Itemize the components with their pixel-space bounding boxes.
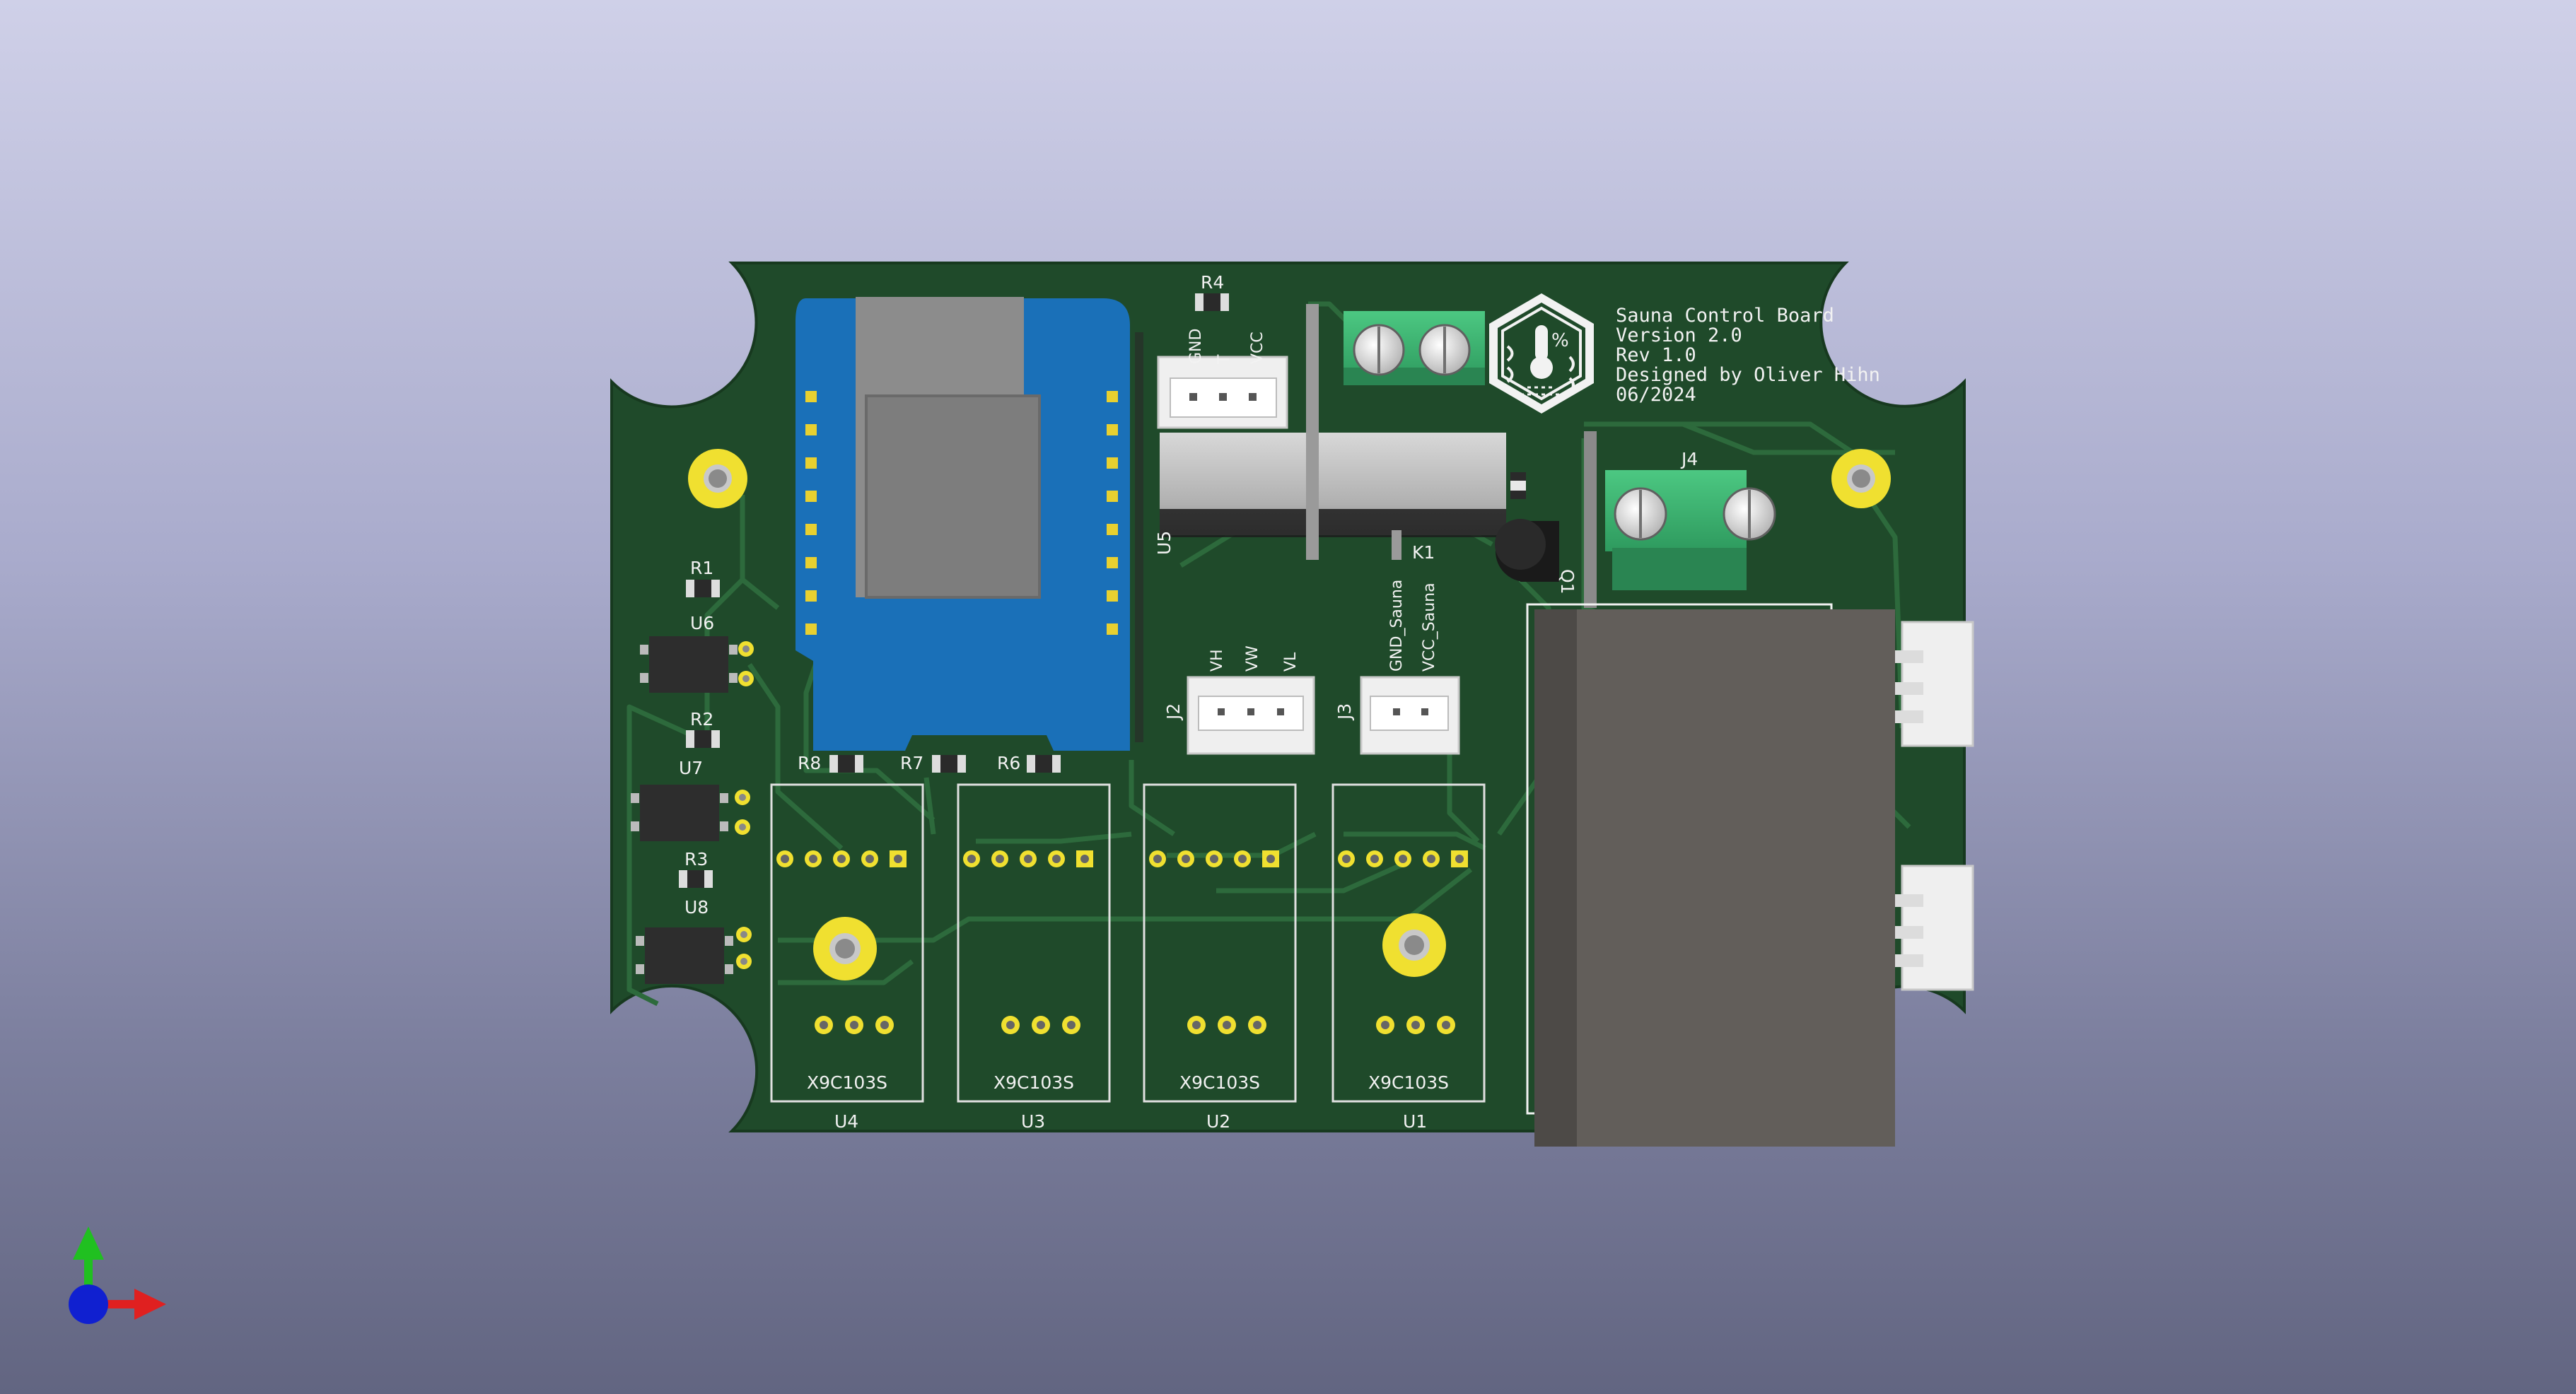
title-line-1: Sauna Control Board: [1616, 305, 1834, 327]
ref-r4: R4: [1201, 272, 1224, 293]
connector-j2[interactable]: [1187, 676, 1315, 755]
resistor-r4: [1195, 293, 1229, 311]
d1-right-header: [1107, 391, 1118, 635]
pot-module-u4: X9C103S: [770, 783, 924, 1103]
axis-gizmo: [69, 1226, 166, 1324]
terminal-block-j4[interactable]: [1605, 470, 1776, 590]
resistor-r3: [679, 870, 713, 888]
resistor-r2: [686, 730, 720, 748]
voltage-regulator: [1160, 304, 1506, 560]
pin-label-vcc-sauna: VCC_Sauna: [1421, 582, 1438, 672]
y-axis-arrow-icon: [73, 1226, 104, 1260]
ref-r3: R3: [684, 849, 708, 869]
pot-module-u1: X9C103S: [1331, 783, 1486, 1103]
title-line-5: 06/2024: [1616, 384, 1696, 406]
capacitor-small: [1510, 472, 1526, 499]
svg-text:%: %: [1551, 330, 1569, 351]
resistor-r1: [686, 580, 720, 597]
relay-k1: [1526, 603, 1895, 1147]
ref-j2: J2: [1163, 703, 1184, 721]
mounting-hole-u4: [813, 917, 877, 980]
x-axis-arrow-icon: [134, 1289, 166, 1320]
pot-label-u1: X9C103S: [1368, 1072, 1449, 1093]
ref-q1: Q1: [1557, 569, 1578, 594]
resistor-r6: [1027, 755, 1061, 773]
pot-label-u2: X9C103S: [1179, 1072, 1260, 1093]
d1-left-header: [805, 391, 817, 635]
transistor-q1: [1495, 519, 1559, 582]
pot-label-u4: X9C103S: [807, 1072, 887, 1093]
ref-u8: U8: [684, 897, 709, 918]
pin-label-vh: VH: [1208, 649, 1226, 672]
pot-module-u2: X9C103S: [1143, 783, 1297, 1103]
relay-lead: [1584, 431, 1597, 608]
optocoupler-u6: [640, 636, 754, 693]
side-connector-top[interactable]: [1895, 621, 1974, 747]
ref-u1: U1: [1403, 1111, 1427, 1132]
ref-u6: U6: [690, 613, 714, 633]
ref-u4: U4: [834, 1111, 858, 1132]
pot-module-u3: X9C103S: [957, 783, 1111, 1103]
ref-r6: R6: [997, 753, 1020, 773]
resistor-r7: [932, 755, 966, 773]
side-connector-bottom[interactable]: [1895, 865, 1974, 991]
title-line-3: Rev 1.0: [1616, 344, 1696, 366]
pin-label-vcc: VCC: [1249, 332, 1266, 364]
ref-r2: R2: [690, 709, 713, 730]
d1-mini-module[interactable]: [795, 297, 1143, 751]
connector-j3[interactable]: [1360, 676, 1460, 755]
sauna-logo: %: [1489, 293, 1594, 414]
ref-j4: J4: [1680, 449, 1698, 469]
pin-label-gnd-sauna: GND_Sauna: [1388, 580, 1406, 672]
ref-u3: U3: [1021, 1111, 1045, 1132]
mounting-hole-right: [1831, 449, 1891, 508]
ref-j3: J3: [1334, 703, 1355, 721]
reference-designators: R1 U6 R2 U7 R3 U8 R4 R8 R7 R6 U4 U3 U2 U…: [679, 272, 1698, 1132]
ref-r1: R1: [690, 558, 713, 578]
mounting-hole-u1: [1382, 913, 1446, 977]
optocoupler-u8: [636, 927, 752, 984]
ref-u2: U2: [1206, 1111, 1230, 1132]
terminal-block-top[interactable]: [1344, 311, 1485, 385]
title-line-2: Version 2.0: [1616, 324, 1742, 346]
title-line-4: Designed by Oliver Hihn: [1616, 364, 1880, 386]
sensor-pin-labels: GND T VCC: [1187, 329, 1266, 365]
ref-u5: U5: [1154, 531, 1175, 555]
pin-label-t: T: [1216, 354, 1233, 365]
pot-label-u3: X9C103S: [993, 1072, 1074, 1093]
pin-label-vw: VW: [1244, 645, 1261, 672]
mounting-hole-left: [688, 449, 747, 508]
ref-u7: U7: [679, 758, 703, 778]
ref-r7: R7: [900, 753, 923, 773]
optocoupler-u7: [631, 785, 750, 841]
sensor-connector[interactable]: [1157, 356, 1288, 429]
z-axis-dot-icon: [69, 1284, 108, 1324]
board-title-block: Sauna Control Board Version 2.0 Rev 1.0 …: [1616, 305, 1880, 406]
pin-label-gnd: GND: [1187, 329, 1205, 364]
resistor-r8: [829, 755, 863, 773]
ref-r8: R8: [798, 753, 821, 773]
ref-k1: K1: [1412, 542, 1435, 563]
pin-label-vl: VL: [1282, 652, 1300, 672]
